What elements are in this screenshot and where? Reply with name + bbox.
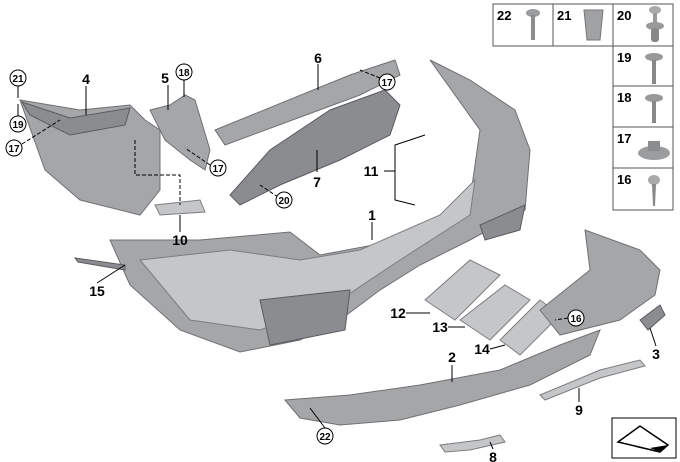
callout-3: 3 xyxy=(652,346,660,362)
reinforcement-6[interactable] xyxy=(214,59,401,146)
circled-16: 16 xyxy=(570,314,582,325)
carrier-7[interactable] xyxy=(229,89,401,206)
circled-18: 18 xyxy=(178,68,190,79)
fastener-legend: 22 21 20 19 18 17 16 xyxy=(492,3,674,211)
tapping-screw-icon xyxy=(648,175,660,206)
flange-nut-icon xyxy=(638,141,670,160)
callout-13: 13 xyxy=(432,319,448,335)
diffuser-3[interactable] xyxy=(539,229,661,336)
callout-1: 1 xyxy=(368,207,376,223)
strip-15[interactable] xyxy=(73,257,126,271)
callout-6: 6 xyxy=(314,50,322,66)
callout-11: 11 xyxy=(364,163,379,179)
hex-bolt-icon xyxy=(645,53,663,84)
callout-9: 9 xyxy=(575,402,583,418)
washer-screw-icon xyxy=(645,94,663,123)
circled-17: 17 xyxy=(8,144,20,155)
legend-17: 17 xyxy=(617,131,631,146)
bolt-icon xyxy=(526,9,540,40)
strip-8[interactable] xyxy=(439,434,506,453)
trim-10[interactable] xyxy=(154,199,206,216)
callout-10: 10 xyxy=(172,232,188,248)
bracket-5[interactable] xyxy=(149,94,211,171)
frames[interactable] xyxy=(424,259,561,356)
circled-19: 19 xyxy=(12,120,24,131)
callout-5: 5 xyxy=(161,70,169,86)
clip-nut-icon xyxy=(583,9,604,41)
circled-17: 17 xyxy=(212,164,224,175)
leader-lines xyxy=(17,64,657,450)
circled-20: 20 xyxy=(278,196,290,207)
callout-4: 4 xyxy=(82,71,90,87)
legend-19: 19 xyxy=(617,50,631,65)
callout-2: 2 xyxy=(448,349,456,365)
circled-17: 17 xyxy=(381,78,393,89)
legend-20: 20 xyxy=(617,8,631,23)
callout-14: 14 xyxy=(474,341,490,357)
legend-16: 16 xyxy=(617,172,631,187)
callout-7: 7 xyxy=(313,174,321,190)
strip-9[interactable] xyxy=(539,359,646,401)
legend-18: 18 xyxy=(617,90,631,105)
expansion-rivet-icon xyxy=(646,6,664,42)
circled-callouts: 21 19 17 18 17 17 20 16 22 xyxy=(5,63,585,445)
callout-8: 8 xyxy=(489,449,497,462)
callout-15: 15 xyxy=(89,283,105,299)
bumper-cover[interactable] xyxy=(109,59,531,353)
lower-panel-2[interactable] xyxy=(283,329,601,426)
circled-22: 22 xyxy=(319,432,331,443)
circled-21: 21 xyxy=(12,74,24,85)
orientation-icon xyxy=(611,417,677,459)
left-bracket[interactable] xyxy=(19,99,161,216)
legend-22: 22 xyxy=(497,8,511,23)
callout-12: 12 xyxy=(390,305,406,321)
trim-3[interactable] xyxy=(639,304,666,331)
legend-21: 21 xyxy=(557,8,571,23)
